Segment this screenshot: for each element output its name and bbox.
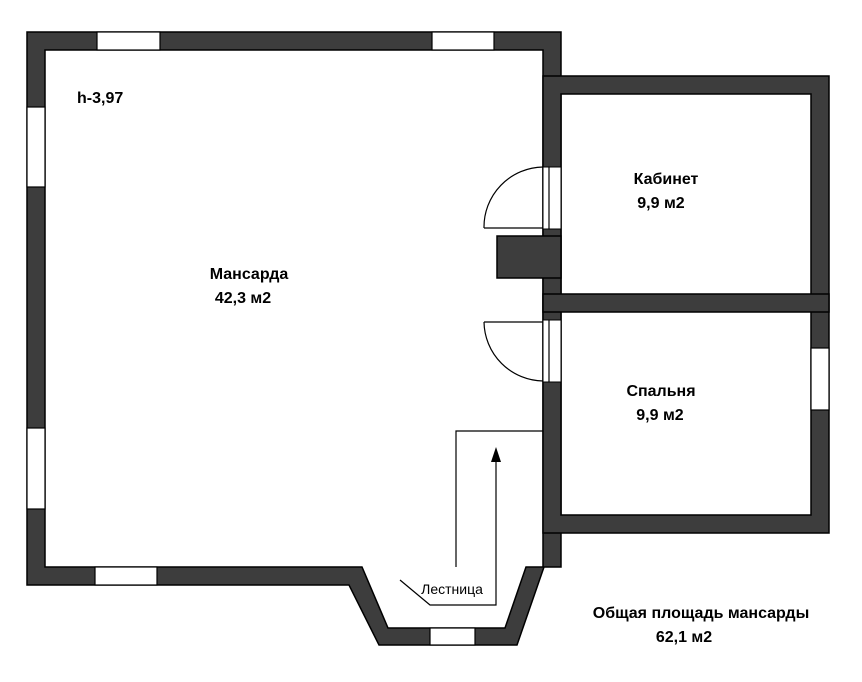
window-top-right	[431, 31, 495, 51]
stairs-outline	[455, 430, 543, 567]
room-name-mansard: Мансарда	[210, 266, 289, 283]
door-opening-cabinet	[542, 166, 562, 230]
door-swing-bedroom	[483, 321, 544, 382]
room-name-cabinet: Кабинет	[634, 171, 699, 188]
window-left-upper	[26, 106, 46, 188]
height-mark: h-3,97	[77, 90, 123, 107]
chimney	[496, 235, 562, 279]
room-name-bedroom: Спальня	[626, 383, 695, 400]
partition-wall	[542, 293, 830, 313]
door-opening-bedroom	[542, 319, 562, 383]
room-area-bedroom: 9,9 м2	[636, 407, 684, 424]
door-swing-cabinet	[483, 166, 544, 229]
total-area-label: Общая площадь мансарды	[593, 605, 810, 622]
total-area-value: 62,1 м2	[656, 629, 712, 646]
room-area-mansard: 42,3 м2	[215, 290, 271, 307]
room-area-cabinet: 9,9 м2	[637, 195, 685, 212]
window-top-left	[96, 31, 161, 51]
window-left-lower	[26, 427, 46, 510]
window-bay	[429, 627, 476, 646]
stairs-arrow-line	[399, 455, 497, 606]
window-bedroom	[810, 347, 830, 411]
stairs-arrowhead	[491, 447, 501, 462]
outer-wall	[26, 31, 562, 646]
stairs-label: Лестница	[421, 581, 483, 597]
window-bottom	[94, 566, 158, 586]
